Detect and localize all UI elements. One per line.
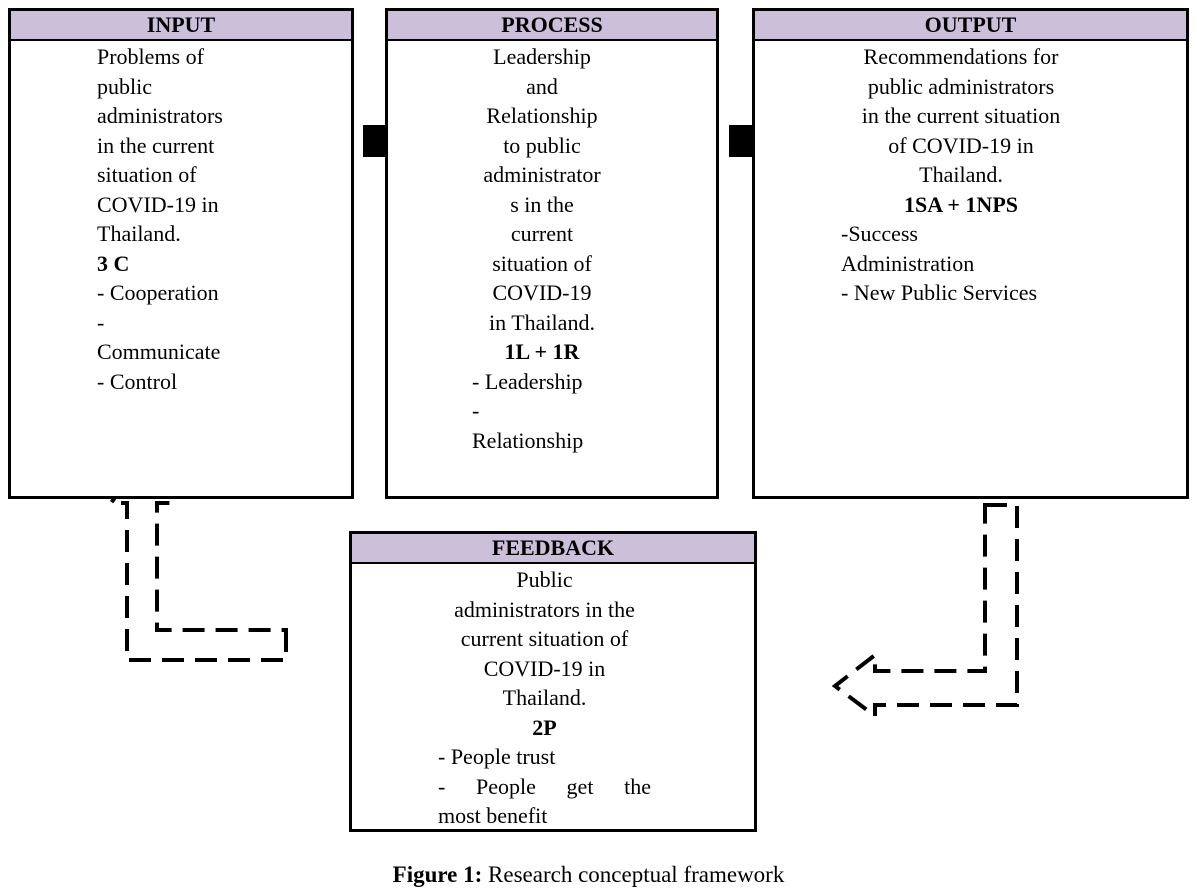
input-line: COVID-19 in	[97, 191, 219, 217]
process-item: - Leadership	[472, 368, 583, 394]
process-line: s in the	[510, 191, 574, 217]
feedback-item: - People trust	[438, 744, 556, 769]
dashed-arrow-output-to-feedback	[831, 503, 1019, 720]
output-line: of COVID-19 in	[888, 132, 1034, 158]
feedback-body: Public administrators in the current sit…	[438, 565, 651, 831]
process-body: Leadership and Relationship to public ad…	[472, 42, 612, 455]
process-line: and	[526, 73, 558, 99]
feedback-item: most benefit	[438, 803, 548, 828]
input-line: Thailand.	[97, 221, 181, 246]
output-header: OUTPUT	[755, 11, 1186, 41]
feedback-line: Public	[516, 567, 573, 592]
input-body: Problems of public administrators in the…	[97, 42, 257, 396]
input-line: public	[97, 73, 152, 99]
output-line: public administrators	[867, 73, 1055, 99]
figure-caption: Figure 1: Research conceptual framework	[0, 862, 1177, 888]
feedback-header: FEEDBACK	[352, 534, 754, 564]
input-line: Problems of	[97, 44, 204, 69]
output-line: in the current situation	[861, 103, 1061, 128]
feedback-line: administrators in the	[454, 596, 635, 622]
input-line: situation of	[97, 162, 197, 187]
output-item: - New Public Services	[841, 280, 1038, 305]
output-line: Recommendations for	[863, 44, 1059, 69]
input-line: in the current	[97, 132, 215, 158]
process-line: Leadership	[493, 44, 591, 69]
feedback-line: current situation of	[460, 626, 629, 651]
process-header: PROCESS	[388, 11, 716, 41]
process-line: COVID-19	[492, 280, 592, 305]
figure-caption-text: Research conceptual framework	[482, 862, 785, 887]
process-line: in Thailand.	[489, 309, 595, 335]
input-item: -	[97, 309, 105, 335]
input-line: administrators	[97, 103, 223, 128]
output-box: OUTPUT Recommendations for public admini…	[752, 8, 1189, 499]
output-key: 1SA + 1NPS	[903, 191, 1018, 217]
dashed-arrow-feedback-to-input	[107, 459, 288, 662]
process-line: administrator	[483, 162, 601, 187]
process-box: PROCESS Leadership and Relationship to p…	[385, 8, 719, 499]
process-key: 1L + 1R	[504, 339, 580, 364]
feedback-box: FEEDBACK Public administrators in the cu…	[349, 531, 757, 832]
feedback-line: Thailand.	[502, 685, 587, 710]
input-key: 3 C	[97, 250, 130, 276]
process-item: -	[472, 398, 480, 423]
output-line: Thailand.	[919, 162, 1003, 187]
process-line: situation of	[492, 250, 592, 276]
process-line: to public	[503, 132, 581, 158]
figure-caption-label: Figure 1:	[392, 862, 483, 887]
input-item: - Control	[97, 368, 178, 394]
feedback-key: 2P	[532, 714, 557, 740]
output-item: -Success	[841, 221, 918, 246]
input-item: - Cooperation	[97, 280, 219, 305]
input-header: INPUT	[11, 11, 351, 41]
process-item: Relationship	[472, 427, 584, 453]
process-line: Relationship	[486, 103, 598, 128]
output-body: Recommendations for public administrator…	[841, 42, 1081, 308]
output-item: Administration	[841, 250, 975, 276]
feedback-item: - People get the	[438, 773, 651, 799]
process-line: current	[510, 221, 574, 246]
input-box: INPUT Problems of public administrators …	[8, 8, 354, 499]
input-item: Communicate	[97, 339, 221, 364]
feedback-line: COVID-19 in	[483, 655, 606, 681]
